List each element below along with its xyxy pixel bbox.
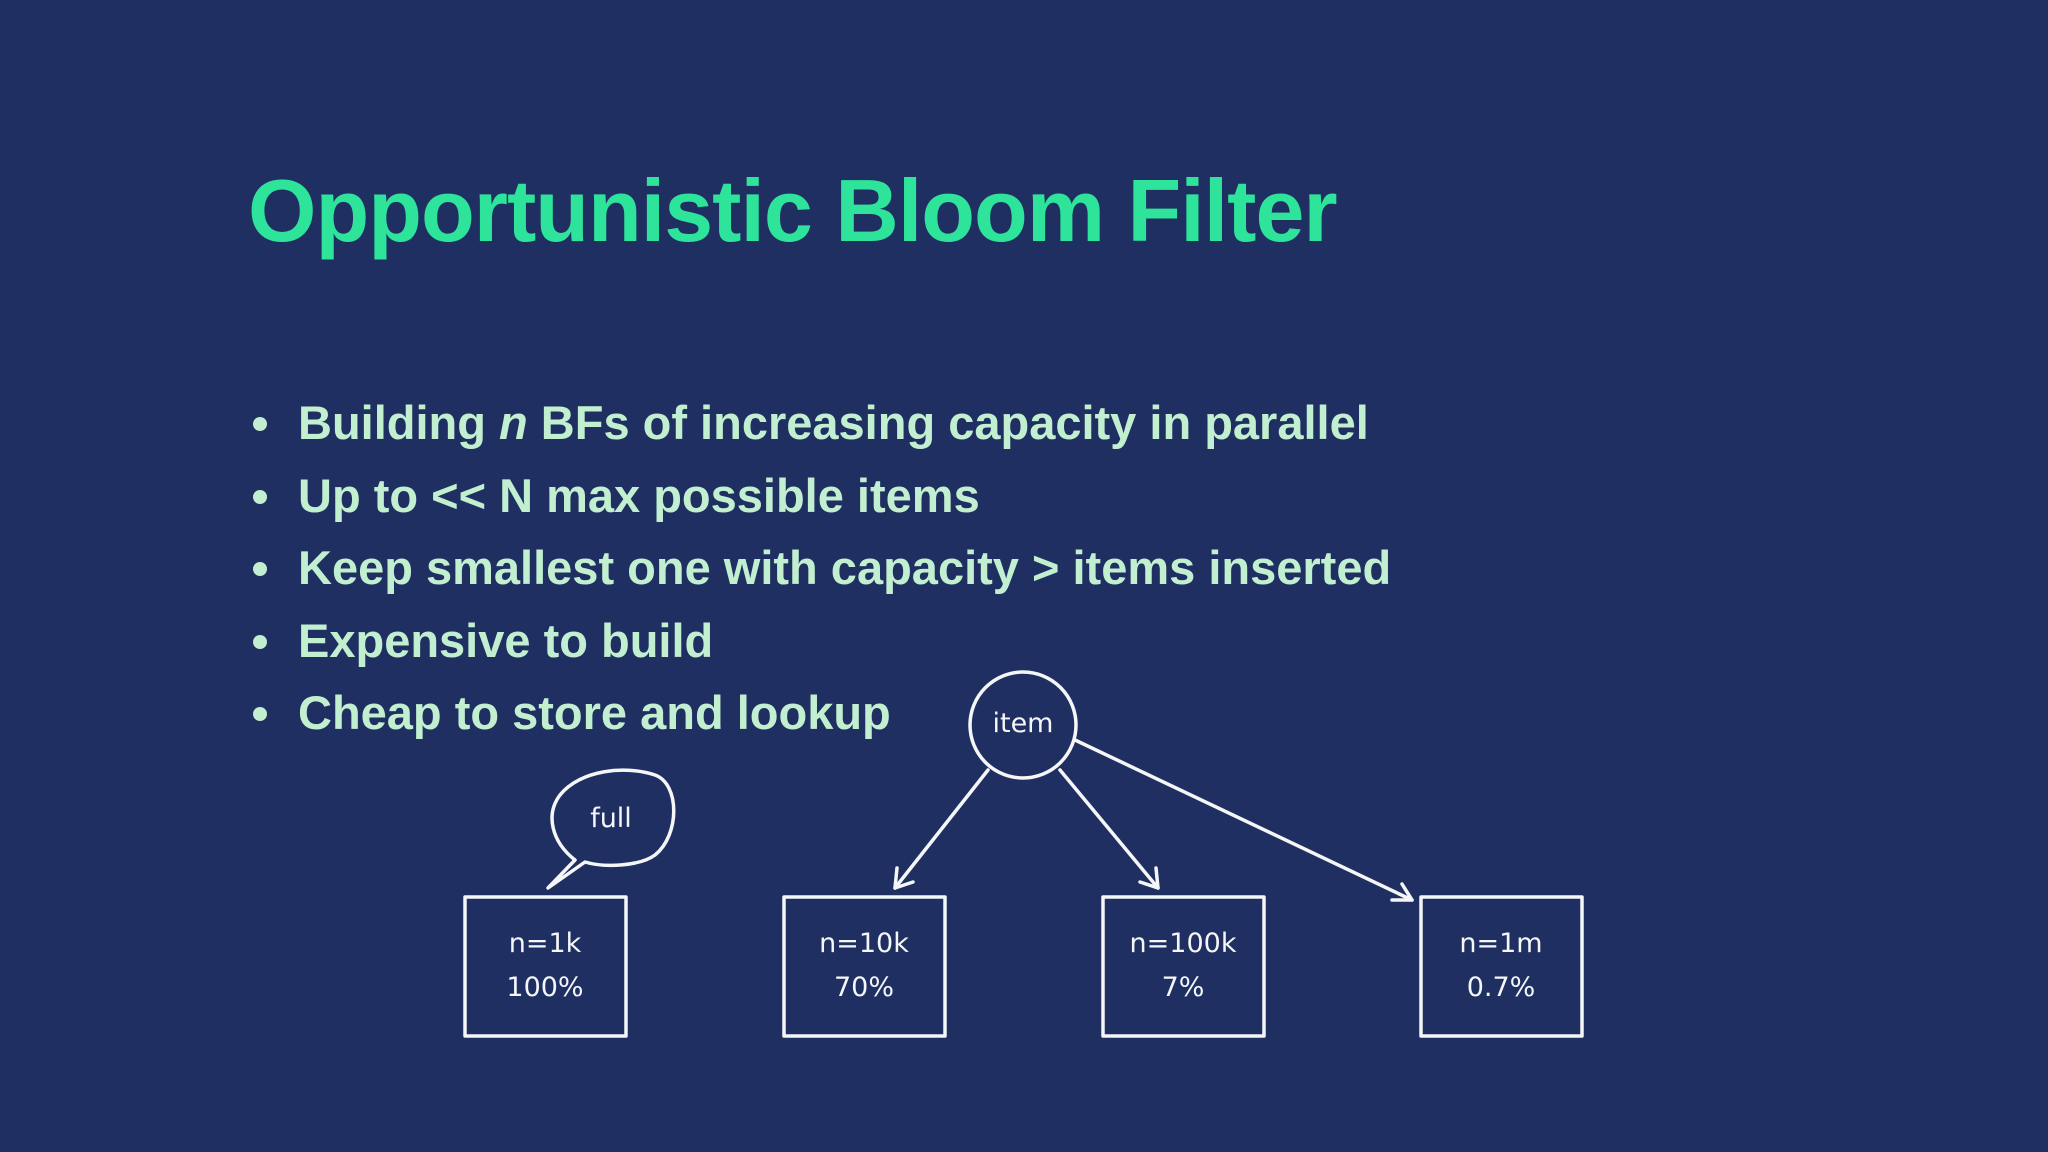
item-label: item [992, 708, 1053, 739]
speech-bubble-outline [546, 768, 676, 890]
arrowhead-icon [893, 866, 915, 890]
arrowhead-icon [1390, 882, 1414, 902]
bullet-text: Keep smallest one with capacity > items … [298, 541, 1392, 594]
capacity-label: n=1k [509, 928, 582, 959]
bullet-item: Building n BFs of increasing capacity in… [248, 387, 1391, 460]
arrowhead-icon [1138, 866, 1160, 890]
bullet-text-emphasis: n [499, 396, 528, 449]
filter-box [782, 895, 947, 1038]
bullet-text-post: BFs of increasing capacity in parallel [527, 396, 1369, 449]
filter-box [1419, 895, 1584, 1038]
bullet-dot-icon [253, 562, 267, 576]
bullet-item: Expensive to build [248, 605, 1391, 678]
arrow-to-1m [1073, 738, 1414, 902]
fill-label: 0.7% [1467, 972, 1536, 1003]
fill-label: 7% [1162, 972, 1205, 1003]
filter-box [463, 895, 628, 1038]
bullet-text: Expensive to build [298, 613, 714, 667]
bullet-dot-icon [253, 417, 267, 431]
bullet-dot-icon [253, 707, 267, 721]
arrow-to-100k [1058, 768, 1160, 890]
item-circle [968, 670, 1078, 780]
filter-box [1101, 895, 1266, 1038]
fill-label: 100% [506, 972, 583, 1003]
capacity-label: n=1m [1459, 928, 1542, 959]
item-node [968, 670, 1078, 780]
full-speech-bubble [546, 768, 676, 890]
arrow-to-10k [893, 768, 990, 890]
bullet-list: Building n BFs of increasing capacity in… [248, 387, 1391, 750]
bullet-text: Up to << N max possible items [298, 468, 980, 522]
slide-title: Opportunistic Bloom Filter [248, 161, 1338, 260]
bullet-item: Cheap to store and lookup [248, 677, 1391, 750]
full-label: full [590, 803, 632, 834]
bullet-text-pre: Building [298, 396, 500, 449]
bullet-text: Cheap to store and lookup [298, 686, 891, 739]
bullet-item: Keep smallest one with capacity > items … [248, 532, 1391, 605]
capacity-label: n=10k [819, 928, 909, 959]
bullet-dot-icon [253, 489, 267, 504]
fill-label: 70% [834, 972, 894, 1003]
bullet-item: Up to << N max possible items [248, 460, 1391, 533]
bullet-dot-icon [253, 634, 267, 649]
capacity-label: n=100k [1130, 928, 1237, 959]
bullet-text: Building n BFs of increasing capacity in… [298, 396, 1369, 449]
